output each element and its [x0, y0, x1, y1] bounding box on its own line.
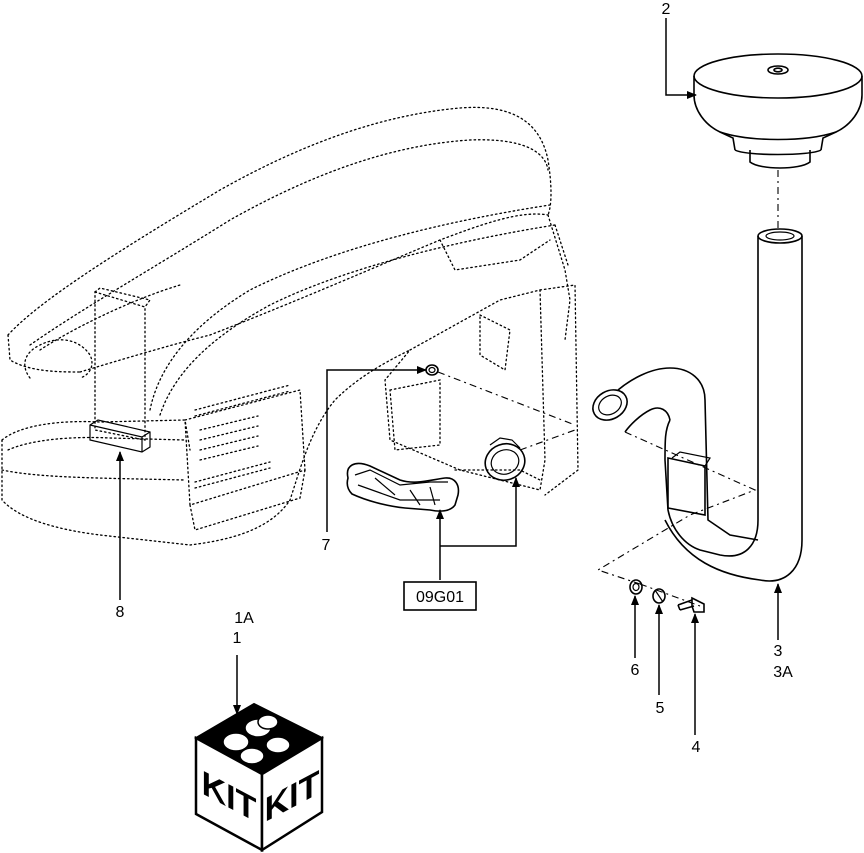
callout-2: 2: [662, 1, 671, 18]
callout-3: 3: [774, 643, 783, 660]
callout-1: 1: [233, 630, 242, 647]
reference-box-09g01: 09G01: [403, 581, 477, 611]
muffler-part-2: [693, 53, 863, 169]
washer-part-6: [629, 579, 643, 595]
exhaust-pipe-part-3: [592, 228, 803, 582]
leader-lines: [116, 18, 782, 735]
hose-clamp: [484, 437, 526, 482]
bolt-part-4: [677, 596, 705, 613]
callout-8: 8: [116, 604, 125, 621]
assembly-centerlines: [437, 170, 779, 607]
callout-1a: 1A: [234, 610, 254, 627]
callout-labels: 2 3 3A 7 8 6 5 4 1A 1: [116, 1, 794, 756]
air-intake-adapter: [346, 462, 460, 512]
callout-6: 6: [631, 662, 640, 679]
callout-3a: 3A: [773, 664, 793, 681]
nut-part-7: [425, 364, 439, 376]
callout-5: 5: [656, 700, 665, 717]
exhaust-shield-part-8: [89, 419, 151, 453]
kit-box-part-1: KIT KIT: [193, 702, 325, 853]
callout-4: 4: [692, 739, 701, 756]
tractor-hood-outline: [1, 106, 579, 546]
lock-washer-part-5: [652, 588, 666, 604]
callout-7: 7: [322, 537, 331, 554]
ref-box-label: 09G01: [416, 589, 464, 606]
